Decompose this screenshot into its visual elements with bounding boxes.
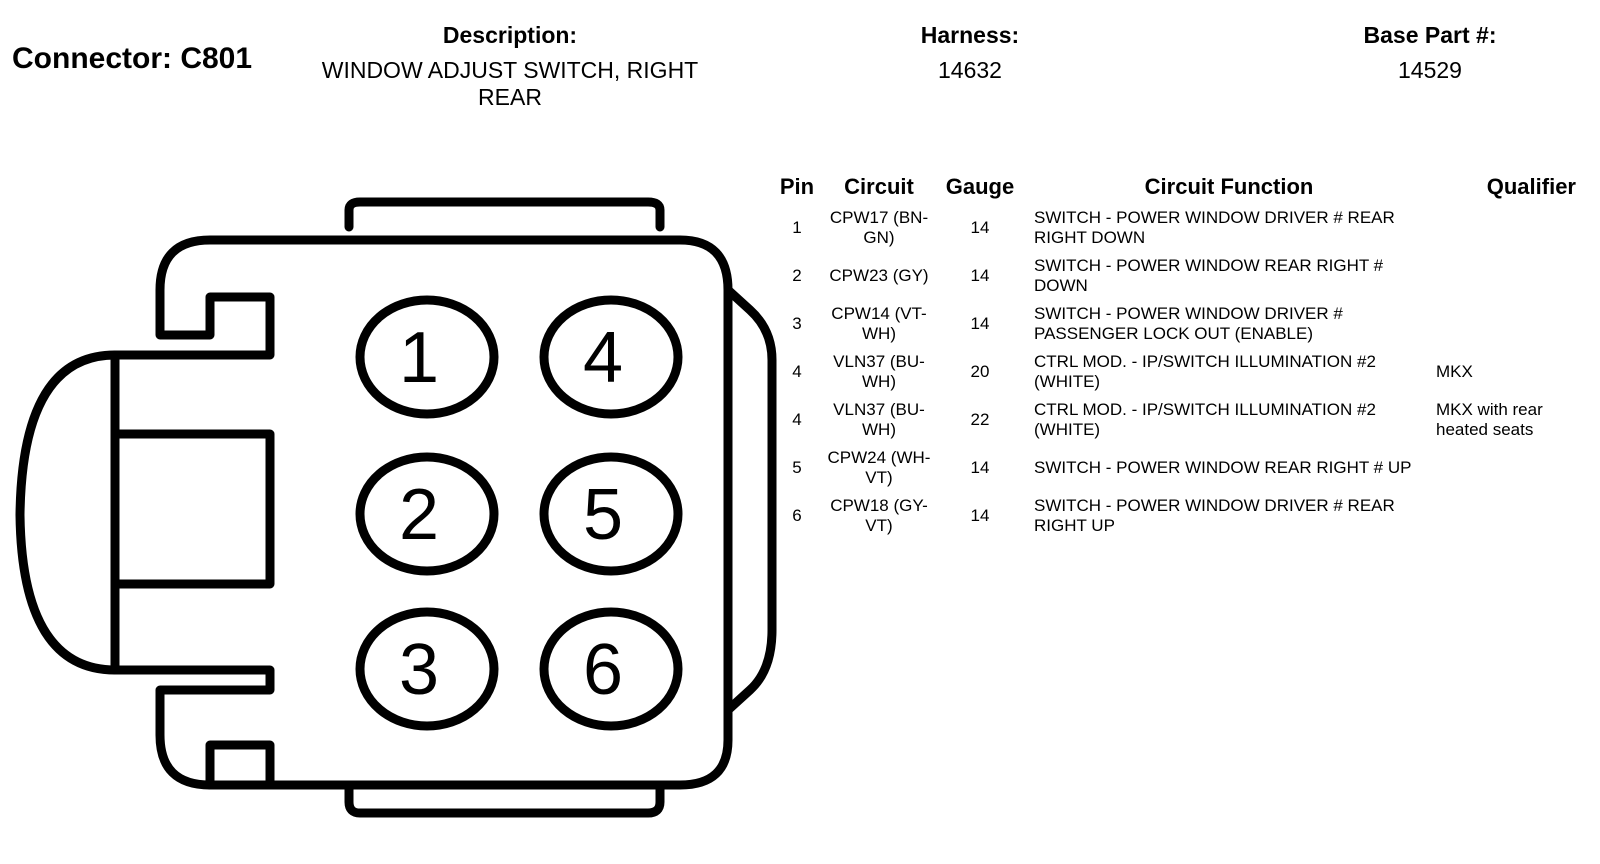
cell-function: SWITCH - POWER WINDOW REAR RIGHT # DOWN: [1034, 256, 1384, 295]
cell-function: CTRL MOD. - IP/SWITCH ILLUMINATION #2 (W…: [1034, 352, 1376, 391]
pin-3-cavity: [355, 607, 499, 731]
cell-circuit: CPW23 (GY): [829, 266, 929, 285]
pin-5-label: 5: [583, 475, 623, 555]
cell-function: SWITCH - POWER WINDOW REAR RIGHT # UP: [1034, 458, 1412, 477]
cell-qualifier: [1436, 444, 1576, 492]
top-latch-tab: [344, 197, 665, 232]
release-latch-loop: [15, 350, 120, 675]
connector-body: [110, 235, 733, 790]
pin-2-label: 2: [399, 475, 439, 555]
cell-circuit: CPW14 (VT-WH): [831, 304, 927, 343]
base-part-block: Base Part #: 14529: [1340, 22, 1520, 84]
harness-block: Harness: 14632: [890, 22, 1050, 84]
harness-value: 14632: [938, 57, 1002, 83]
description-block: Description: WINDOW ADJUST SWITCH, RIGHT…: [300, 22, 720, 111]
bottom-notch: [205, 740, 275, 790]
cell-qualifier: MKX: [1436, 362, 1473, 381]
pin-1-cavity: [355, 295, 499, 419]
cell-pin: 4: [792, 410, 802, 429]
cell-gauge: 14: [970, 314, 990, 333]
pin-1-label: 1: [399, 318, 439, 398]
cell-circuit: VLN37 (BU-WH): [833, 400, 925, 439]
cell-function: CTRL MOD. - IP/SWITCH ILLUMINATION #2 (W…: [1034, 400, 1376, 439]
connector-face-diagram: 1 4 2 5 3 6: [15, 197, 777, 818]
description-label: Description:: [442, 22, 578, 48]
cell-qualifier: [1436, 204, 1576, 252]
base-part-value: 14529: [1398, 57, 1462, 83]
cell-gauge: 14: [970, 506, 990, 525]
cell-pin: 5: [792, 458, 802, 477]
cell-qualifier: [1436, 300, 1576, 348]
bottom-latch-tab: [344, 780, 665, 818]
table-row: 1 CPW17 (BN-GN) 14 SWITCH - POWER WINDOW…: [774, 204, 1576, 252]
cell-gauge: 14: [970, 266, 990, 285]
right-side-tab: [723, 285, 777, 715]
cell-circuit: CPW17 (BN-GN): [829, 208, 929, 247]
cell-function: SWITCH - POWER WINDOW DRIVER # PASSENGER…: [1034, 304, 1343, 343]
description-value: WINDOW ADJUST SWITCH, RIGHT REAR: [321, 57, 699, 110]
cell-circuit: CPW18 (GY-VT): [830, 496, 928, 535]
pin-4-cavity: [539, 295, 683, 419]
table-row: 5 CPW24 (WH-VT) 14 SWITCH - POWER WINDOW…: [774, 444, 1576, 492]
pin-6-label: 6: [583, 630, 623, 710]
connector-title: Connector: C801: [12, 42, 253, 75]
cell-pin: 6: [792, 506, 802, 525]
inner-key-block: [110, 429, 275, 589]
table-row: 2 CPW23 (GY) 14 SWITCH - POWER WINDOW RE…: [774, 252, 1576, 300]
harness-label: Harness:: [920, 22, 1020, 48]
cell-function: SWITCH - POWER WINDOW DRIVER # REAR RIGH…: [1034, 208, 1395, 247]
table-row: 3 CPW14 (VT-WH) 14 SWITCH - POWER WINDOW…: [774, 300, 1576, 348]
header-circuit: Circuit: [844, 174, 914, 199]
cell-pin: 3: [792, 314, 802, 333]
base-part-label: Base Part #:: [1363, 22, 1497, 48]
table-row: 4 VLN37 (BU-WH) 22 CTRL MOD. - IP/SWITCH…: [774, 396, 1576, 444]
table-header-row: Pin Circuit Gauge Circuit Function Quali…: [774, 170, 1576, 204]
pin-6-cavity: [539, 607, 683, 731]
cell-circuit: CPW24 (WH-VT): [827, 448, 931, 487]
cell-pin: 2: [792, 266, 802, 285]
pin-2-cavity: [355, 452, 499, 576]
pin-3-label: 3: [399, 630, 439, 710]
cell-gauge: 14: [970, 218, 990, 237]
table-row: 6 CPW18 (GY-VT) 14 SWITCH - POWER WINDOW…: [774, 492, 1576, 540]
header-gauge: Gauge: [945, 174, 1015, 199]
cell-circuit: VLN37 (BU-WH): [833, 352, 925, 391]
header-circuit-function: Circuit Function: [1144, 174, 1314, 199]
cell-pin: 4: [792, 362, 802, 381]
cell-gauge: 22: [970, 410, 990, 429]
pin-5-cavity: [539, 452, 683, 576]
cell-gauge: 20: [970, 362, 990, 381]
cell-qualifier: [1436, 492, 1576, 540]
cell-qualifier: [1436, 252, 1576, 300]
cell-pin: 1: [792, 218, 802, 237]
header-pin: Pin: [779, 174, 815, 199]
cell-function: SWITCH - POWER WINDOW DRIVER # REAR RIGH…: [1034, 496, 1395, 535]
table-row: 4 VLN37 (BU-WH) 20 CTRL MOD. - IP/SWITCH…: [774, 348, 1576, 396]
header-qualifier: Qualifier: [1486, 174, 1576, 199]
pinout-table: Pin Circuit Gauge Circuit Function Quali…: [774, 170, 1576, 540]
cell-gauge: 14: [970, 458, 990, 477]
pin-4-label: 4: [583, 318, 623, 398]
cell-qualifier: MKX with rear heated seats: [1436, 400, 1543, 439]
